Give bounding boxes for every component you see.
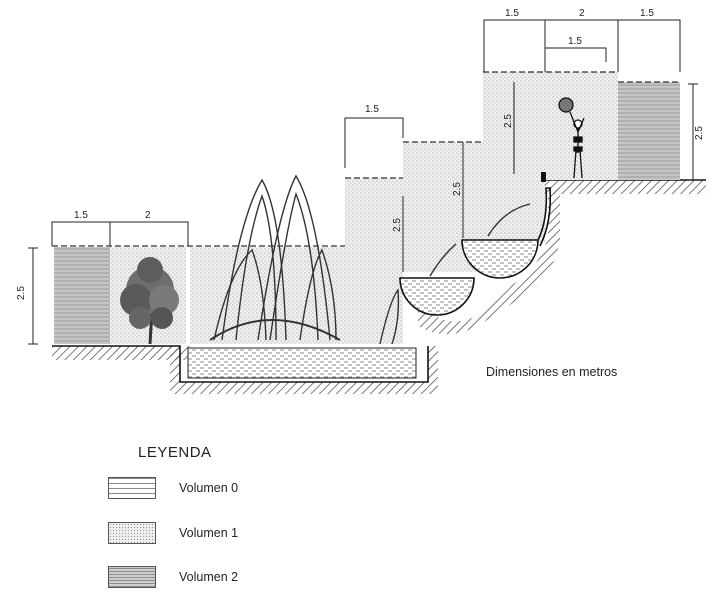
dim-top-inner-width: 1.5 <box>568 36 582 47</box>
basins <box>399 172 552 316</box>
volume-1-areas <box>110 72 618 344</box>
volume-top-outlines <box>52 71 680 247</box>
fountain-jets <box>209 174 531 345</box>
dim-top-width-c: 1.5 <box>640 8 654 19</box>
dim-top-width-b: 2 <box>579 8 585 19</box>
dim-top-width-a: 1.5 <box>505 8 519 19</box>
legend-swatch-volume-0 <box>108 477 156 499</box>
right-volume-2 <box>618 82 680 180</box>
dim-upper-height: 2.5 <box>452 182 463 196</box>
left-volume-2 <box>54 247 110 344</box>
legend-swatch-volume-2 <box>108 566 156 588</box>
dim-right-height: 2.5 <box>694 126 705 140</box>
legend-label-volume-0: Volumen 0 <box>179 481 239 495</box>
legend-label-volume-2: Volumen 2 <box>179 570 239 584</box>
dimension-lines <box>28 19 698 345</box>
dim-left-width-a: 1.5 <box>74 210 88 221</box>
legend-label-volume-1: Volumen 1 <box>179 526 239 540</box>
dim-mid-width: 1.5 <box>365 104 379 115</box>
legend-item-volume-2: Volumen 2 <box>108 566 348 590</box>
person-illustration <box>558 97 585 179</box>
dim-top-left-height: 2.5 <box>503 114 514 128</box>
dim-left-width-b: 2 <box>145 210 151 221</box>
legend-item-volume-1: Volumen 1 <box>108 522 348 546</box>
dim-left-height: 2.5 <box>16 286 27 300</box>
legend-title: LEYENDA <box>138 444 212 461</box>
bottom-pool-volume-0 <box>187 347 417 379</box>
tree-illustration <box>120 257 179 345</box>
legend-swatch-volume-1 <box>108 522 156 544</box>
dim-mid-height: 2.5 <box>392 218 403 232</box>
units-note: Dimensiones en metros <box>486 365 617 379</box>
legend-item-volume-0: Volumen 0 <box>108 477 348 501</box>
